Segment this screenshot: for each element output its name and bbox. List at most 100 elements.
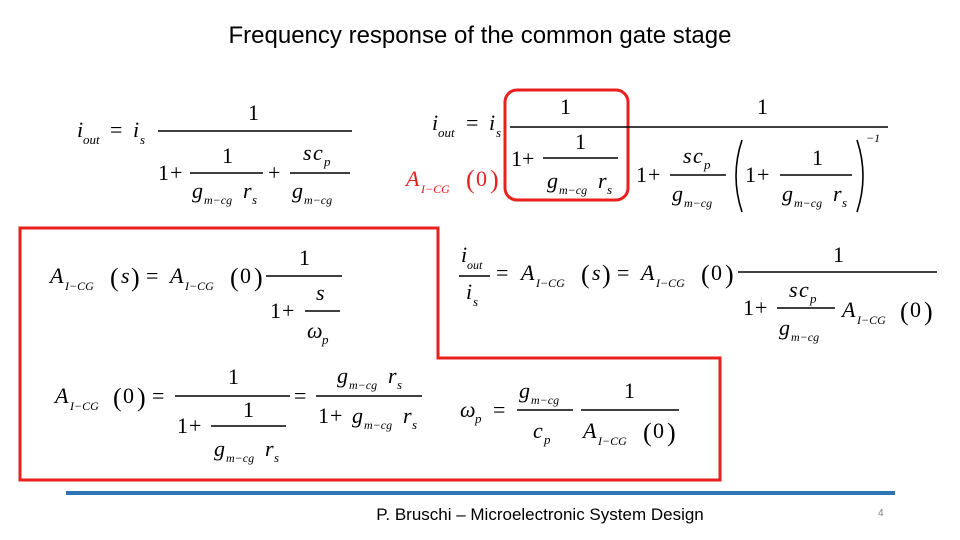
- svg-text:): ): [667, 418, 676, 447]
- svg-text:I−CG: I−CG: [597, 434, 627, 448]
- footer-author-course: P. Bruschi – Microelectronic System Desi…: [376, 505, 704, 524]
- svg-text:A: A: [53, 383, 69, 408]
- svg-text:A: A: [168, 263, 184, 288]
- svg-text:g: g: [292, 178, 303, 203]
- svg-text:0: 0: [476, 166, 487, 191]
- equation-ai-cg-zero: A I−CG ( 0 ) = 1 1 + 1 g m−cg r s = g m−…: [53, 363, 422, 465]
- svg-text:m−cg: m−cg: [531, 393, 559, 407]
- svg-text:(: (: [581, 260, 590, 289]
- svg-text:1: 1: [833, 242, 844, 267]
- svg-text:=: =: [146, 263, 158, 288]
- svg-text:m−cg: m−cg: [204, 193, 232, 207]
- equation-iout-top-left: i out = i s 1 1 + 1 g m−cg r s + s c p g…: [77, 100, 352, 207]
- svg-text:c: c: [693, 143, 703, 168]
- svg-text:(: (: [230, 263, 239, 292]
- svg-text:1: 1: [243, 397, 254, 422]
- svg-text:): ): [490, 165, 499, 194]
- svg-text:p: p: [543, 432, 551, 447]
- svg-text:m−cg: m−cg: [364, 418, 392, 432]
- svg-text:1: 1: [228, 364, 239, 389]
- svg-text:i: i: [489, 110, 495, 135]
- svg-text:1: 1: [812, 145, 823, 170]
- svg-text:+: +: [170, 160, 182, 185]
- svg-text:1: 1: [560, 94, 571, 119]
- slide-title: Frequency response of the common gate st…: [228, 22, 732, 49]
- svg-text:0: 0: [123, 383, 134, 408]
- svg-text:s: s: [140, 132, 145, 147]
- svg-text:1: 1: [299, 245, 310, 270]
- svg-text:s: s: [473, 294, 478, 309]
- svg-text:c: c: [533, 418, 543, 443]
- svg-text:1: 1: [743, 295, 754, 320]
- equation-omega-p: ω p = g m−cg c p 1 A I−CG ( 0 ): [460, 378, 679, 448]
- highlight-box-denominator-term: [503, 88, 630, 202]
- svg-text:+: +: [268, 160, 280, 185]
- svg-text:s: s: [683, 143, 692, 168]
- svg-text:A: A: [840, 297, 856, 322]
- svg-text:1: 1: [757, 94, 768, 119]
- svg-text:1: 1: [270, 298, 281, 323]
- svg-text:=: =: [466, 110, 478, 135]
- svg-text:1: 1: [158, 160, 169, 185]
- svg-text:(: (: [110, 263, 119, 292]
- svg-text:1: 1: [575, 129, 586, 154]
- svg-text:1: 1: [222, 143, 233, 168]
- svg-text:+: +: [189, 413, 201, 438]
- svg-text:s: s: [397, 377, 402, 392]
- svg-text:1: 1: [511, 146, 522, 171]
- svg-text:A: A: [404, 166, 420, 191]
- equation-ai-cg-of-s: A I−CG ( s ) = A I−CG ( 0 ) 1 1 + s ω p: [48, 245, 342, 347]
- svg-text:A: A: [519, 260, 535, 285]
- svg-text:r: r: [388, 363, 397, 388]
- svg-text:out: out: [467, 258, 483, 272]
- svg-text:0: 0: [653, 418, 664, 443]
- svg-text:s: s: [412, 417, 417, 432]
- svg-text:i: i: [466, 279, 472, 304]
- svg-text:m−cg: m−cg: [791, 330, 819, 344]
- svg-text:): ): [602, 260, 611, 289]
- svg-text:g: g: [547, 168, 558, 193]
- svg-text:1: 1: [745, 162, 756, 187]
- svg-text:i: i: [77, 117, 83, 142]
- svg-text:g: g: [519, 378, 530, 403]
- svg-text:s: s: [789, 277, 798, 302]
- svg-text:m−cg: m−cg: [349, 378, 377, 392]
- svg-text:A: A: [48, 263, 64, 288]
- svg-text:I−CG: I−CG: [856, 313, 886, 327]
- svg-text:i: i: [432, 110, 438, 135]
- svg-text:s: s: [121, 263, 130, 288]
- svg-text:ω: ω: [307, 318, 323, 343]
- svg-text:=: =: [110, 117, 122, 142]
- svg-text:(: (: [643, 418, 652, 447]
- svg-text:I−CG: I−CG: [69, 399, 99, 413]
- svg-text:i: i: [461, 242, 467, 267]
- svg-text:g: g: [779, 315, 790, 340]
- svg-text:I−CG: I−CG: [655, 276, 685, 290]
- svg-text:A: A: [581, 418, 597, 443]
- svg-text:s: s: [252, 192, 257, 207]
- svg-text:(: (: [113, 383, 122, 412]
- svg-text:I−CG: I−CG: [535, 276, 565, 290]
- svg-text:0: 0: [240, 263, 251, 288]
- svg-text:p: p: [703, 157, 711, 172]
- svg-text:1: 1: [177, 413, 188, 438]
- highlight-frame-results: [18, 226, 722, 482]
- svg-text:i: i: [133, 117, 139, 142]
- svg-text:): ): [131, 263, 140, 292]
- svg-text:+: +: [330, 403, 342, 428]
- svg-text:+: +: [757, 162, 769, 187]
- svg-text:+: +: [648, 162, 660, 187]
- svg-text:): ): [254, 263, 263, 292]
- svg-text:ω: ω: [460, 397, 476, 422]
- svg-text:(: (: [900, 297, 909, 326]
- svg-text:p: p: [809, 291, 817, 306]
- svg-text:1: 1: [636, 162, 647, 187]
- svg-text:(: (: [701, 260, 710, 289]
- equation-iout-top-right: i out = i s 1 1 −1 1 + 1 g m−cg r s 1 + …: [432, 94, 888, 213]
- svg-text:=: =: [493, 397, 505, 422]
- svg-text:r: r: [243, 178, 252, 203]
- svg-text:r: r: [598, 168, 607, 193]
- svg-text:m−cg: m−cg: [684, 196, 712, 210]
- svg-text:g: g: [337, 363, 348, 388]
